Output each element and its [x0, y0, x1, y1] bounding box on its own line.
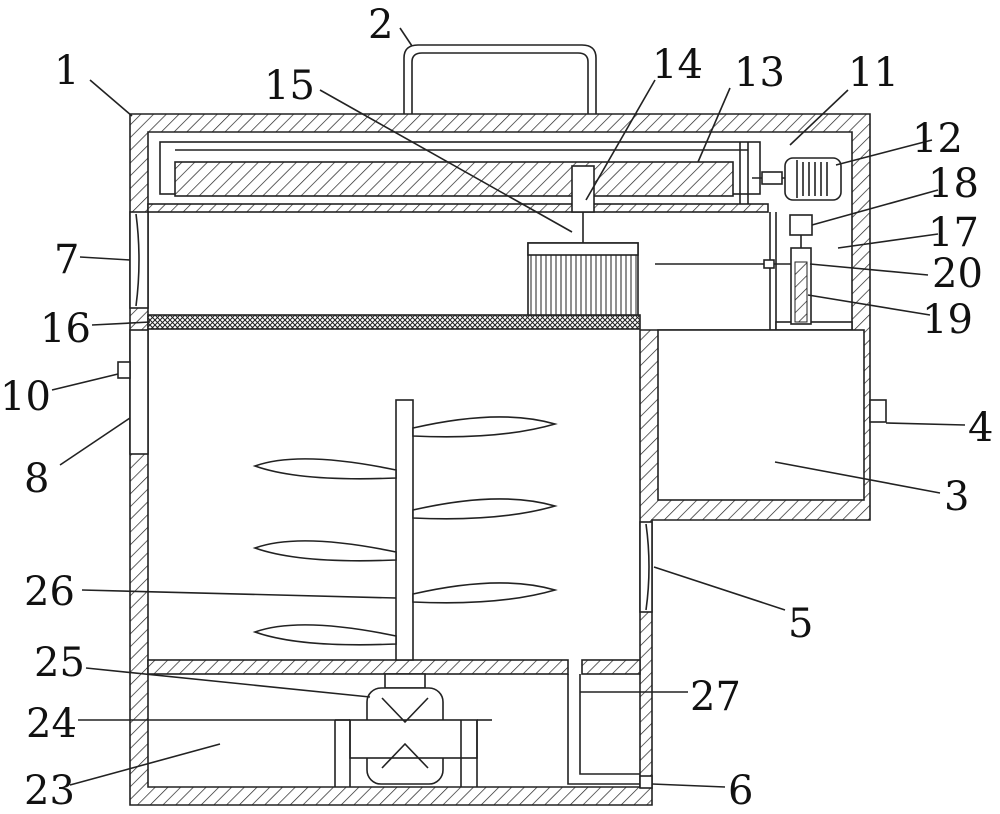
motor-bottom [334, 673, 492, 787]
label-16: 16 [40, 306, 91, 352]
label-2: 2 [368, 2, 393, 48]
stirring-blades [252, 416, 558, 646]
label-7: 7 [54, 237, 79, 283]
label-11: 11 [848, 50, 899, 96]
label-17: 17 [928, 210, 979, 256]
handle [403, 44, 597, 114]
label-20: 20 [932, 251, 983, 297]
motor-top [752, 157, 842, 201]
label-23: 23 [24, 768, 75, 814]
label-12: 12 [912, 116, 963, 162]
label-24: 24 [26, 701, 77, 747]
filter-screen [147, 314, 641, 330]
label-4: 4 [968, 405, 993, 451]
lead-screw [174, 161, 734, 197]
label-14: 14 [652, 42, 703, 88]
drain-valve [639, 775, 653, 789]
label-6: 6 [728, 768, 753, 814]
label-13: 13 [734, 50, 785, 96]
label-19: 19 [922, 297, 973, 343]
label-5: 5 [788, 601, 813, 647]
leader-lines [51, 27, 966, 788]
label-27: 27 [690, 674, 741, 720]
label-3: 3 [944, 474, 969, 520]
stirring-shaft [395, 399, 414, 661]
slider [571, 165, 595, 213]
label-8: 8 [24, 456, 49, 502]
label-18: 18 [928, 161, 979, 207]
window-side [639, 521, 653, 613]
label-25: 25 [34, 640, 85, 686]
window-lower [129, 329, 149, 455]
collection-box [657, 329, 865, 501]
outlet-pipe [869, 399, 887, 423]
label-15: 15 [264, 63, 315, 109]
inlet-pipe [117, 361, 131, 379]
label-10: 10 [0, 374, 51, 420]
label-26: 26 [24, 569, 75, 615]
label-1: 1 [54, 48, 79, 94]
drain-pipe [567, 674, 640, 785]
